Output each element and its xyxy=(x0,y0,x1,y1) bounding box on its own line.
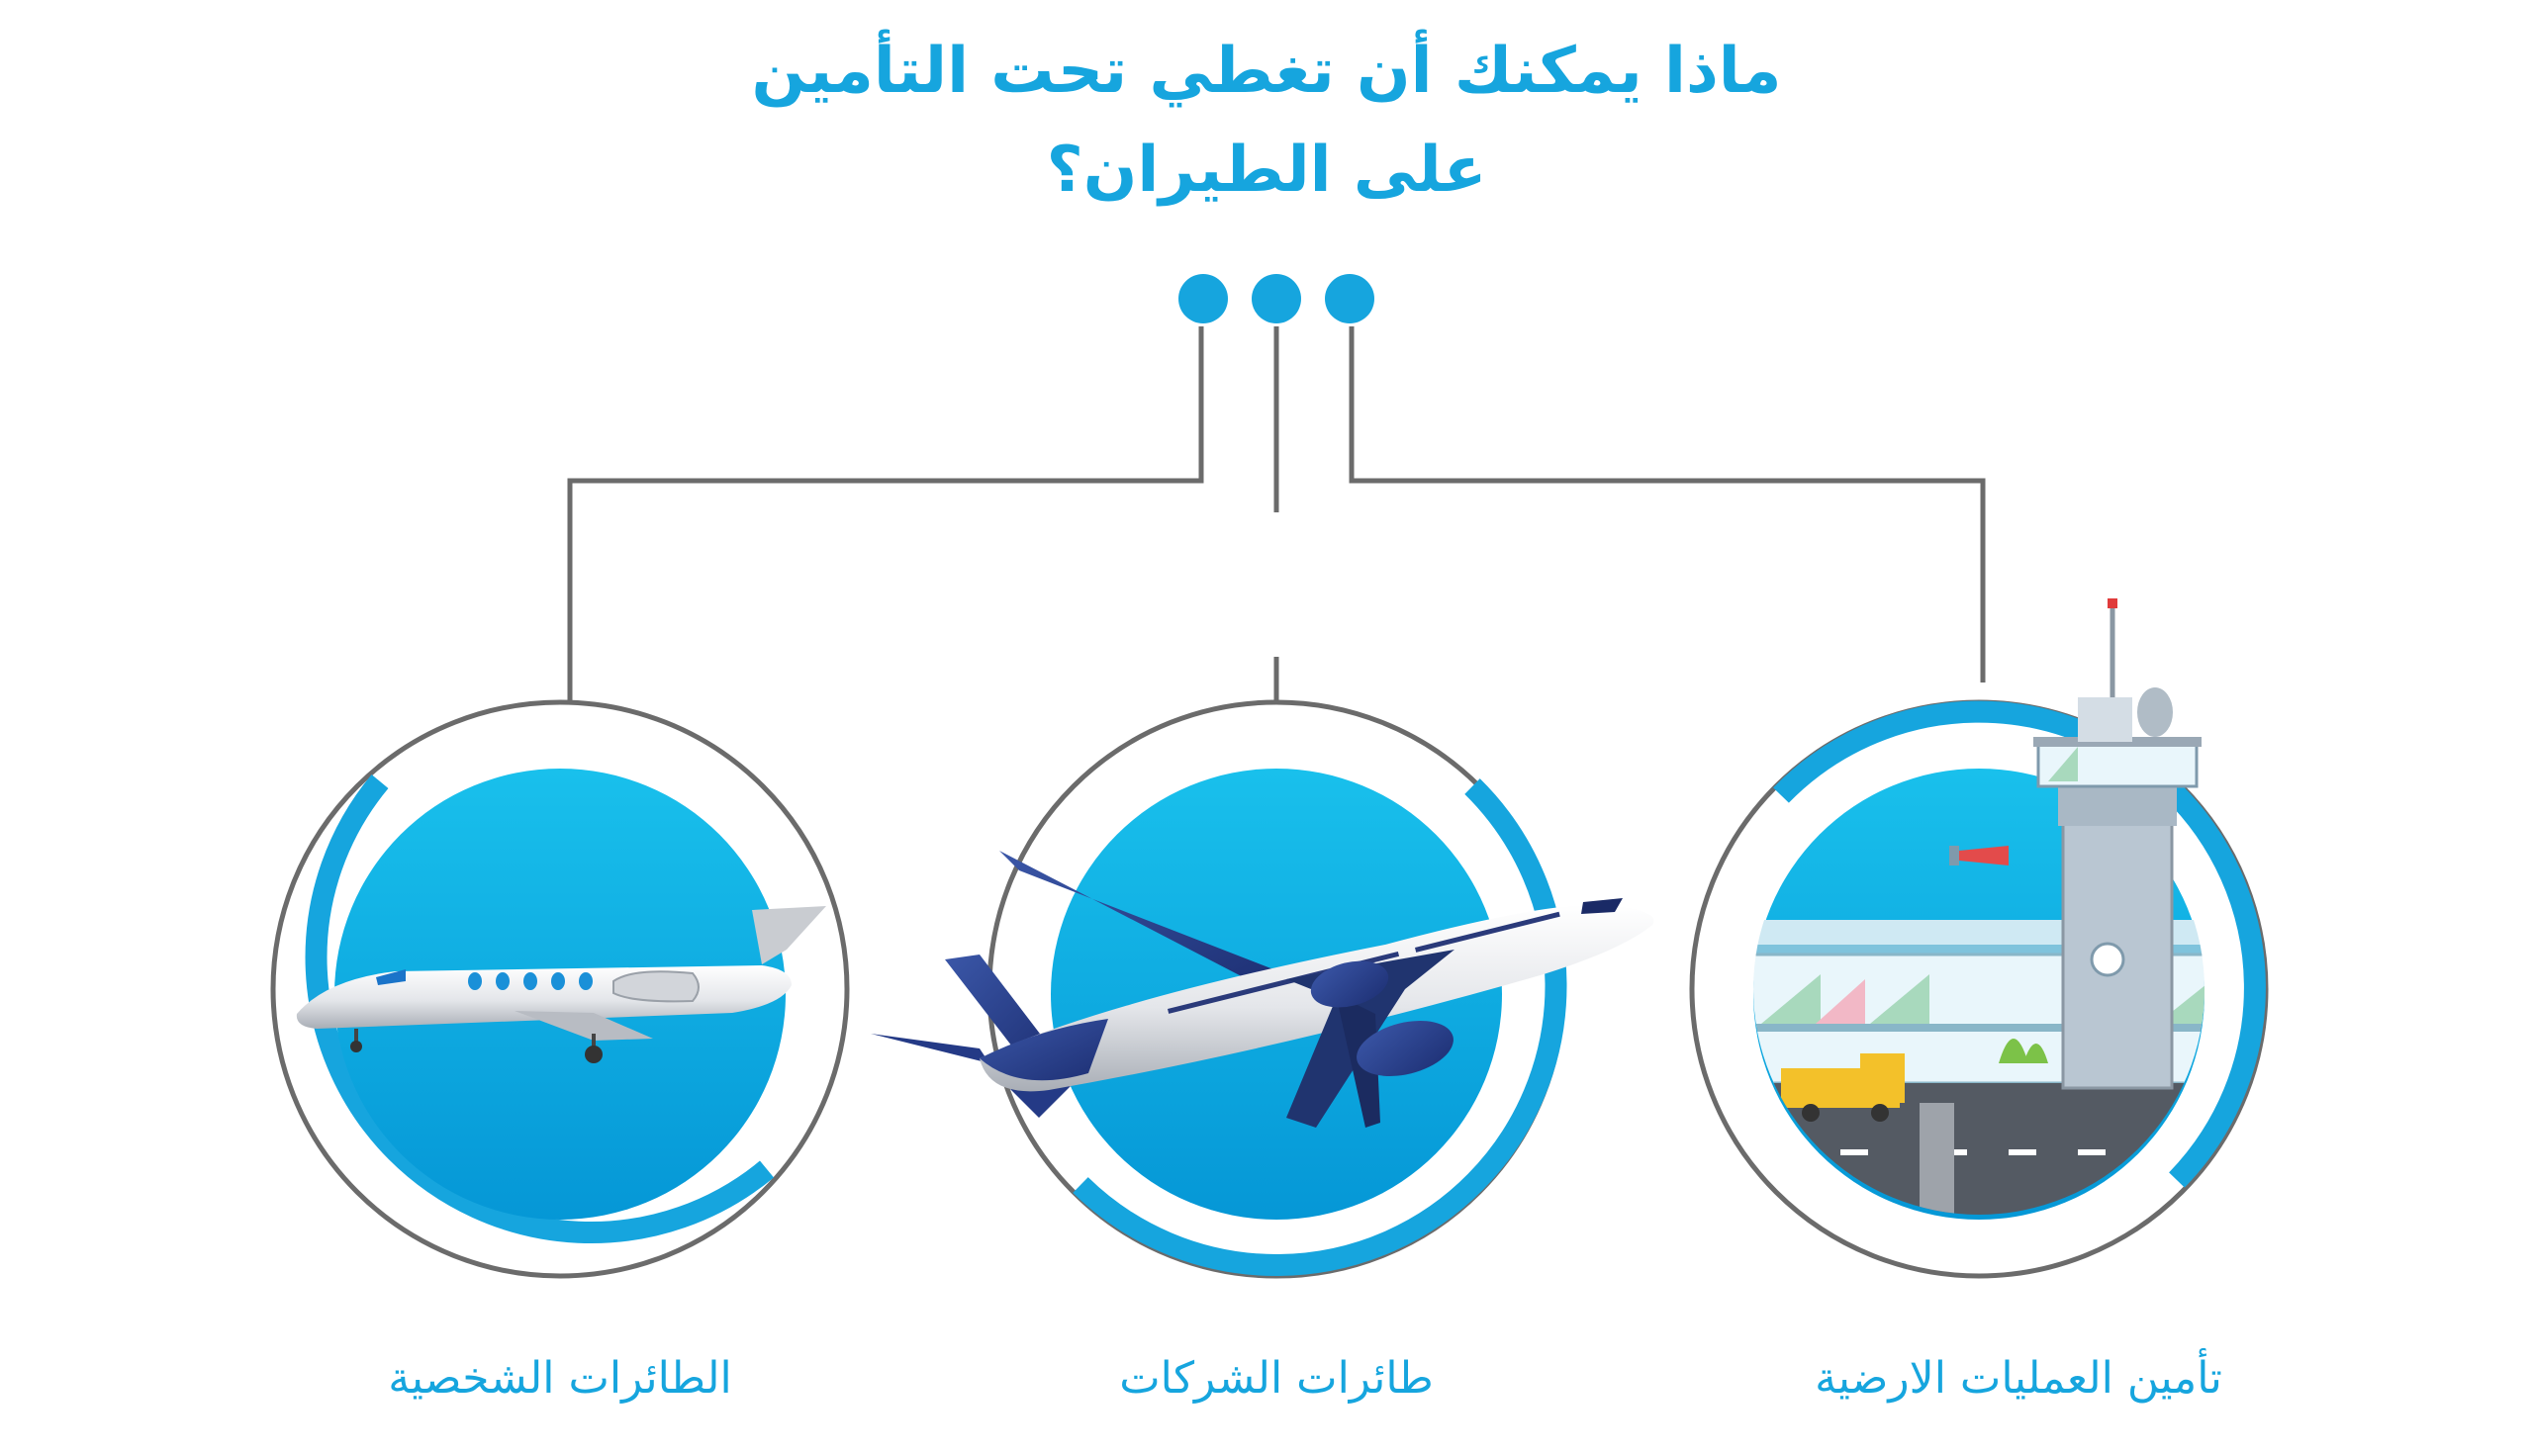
ring-accent-arc xyxy=(1073,778,1567,1276)
outer-ring xyxy=(270,699,850,1279)
connector-dot-left xyxy=(1178,274,1228,323)
connector-line-right xyxy=(1349,326,1986,682)
connector-dots xyxy=(1178,274,1374,323)
item-label-ground-operations: تأمين العمليات الارضية xyxy=(1815,1353,2222,1404)
title-line-1: ماذا يمكنك أن تغطي تحت التأمين xyxy=(751,35,1782,108)
item-label-personal-aircraft: الطائرات الشخصية xyxy=(388,1353,732,1404)
private-jet-icon xyxy=(296,906,826,1063)
connector-line-left xyxy=(567,326,1204,702)
connector-dot-right xyxy=(1325,274,1374,323)
connector-lines xyxy=(567,326,1986,704)
item-circle-airliner xyxy=(871,699,1654,1279)
item-circle-airport xyxy=(1689,598,2269,1279)
title-line-2: على الطيران؟ xyxy=(1046,134,1487,207)
airliner-icon xyxy=(871,851,1654,1128)
connector-dot-middle xyxy=(1252,274,1301,323)
ring-accent-arc xyxy=(305,774,775,1244)
item-circle-private-jet xyxy=(270,699,850,1279)
item-label-corporate-aircraft: طائرات الشركات xyxy=(1119,1353,1434,1404)
